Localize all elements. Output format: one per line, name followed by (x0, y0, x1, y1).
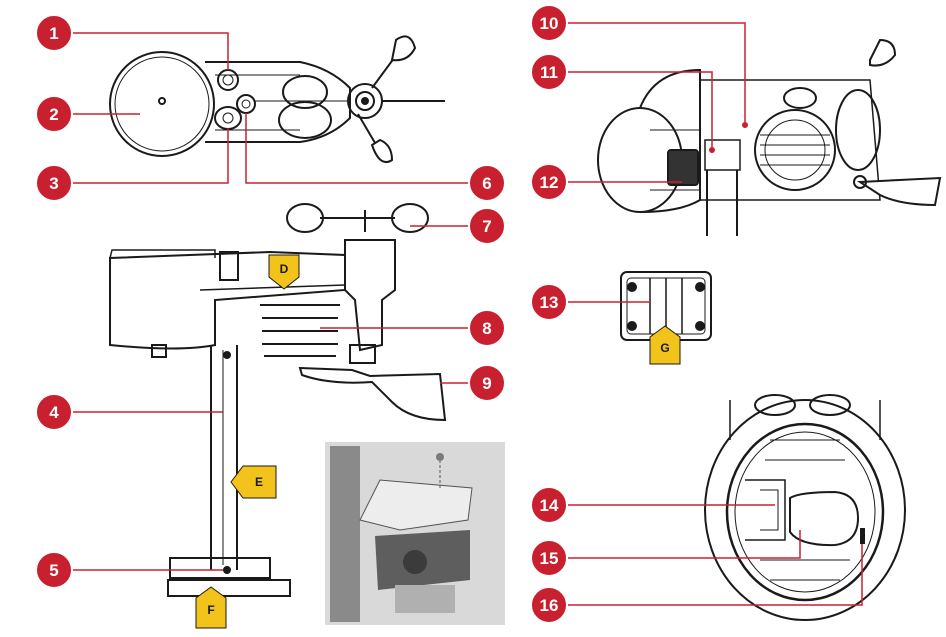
callout-9-label: 9 (482, 374, 491, 393)
callout-13-label: 13 (540, 293, 559, 312)
callout-12: 12 (530, 163, 568, 201)
callout-2: 2 (35, 95, 73, 133)
leader-lines (72, 22, 863, 606)
callout-7-label: 7 (482, 217, 491, 236)
callout-1: 1 (35, 14, 73, 52)
callout-15: 15 (530, 539, 568, 577)
callout-12-label: 12 (540, 173, 559, 192)
tag-d-label: D (280, 262, 289, 276)
callout-14-label: 14 (540, 496, 559, 515)
callout-2-label: 2 (49, 105, 58, 124)
callout-4: 4 (35, 393, 73, 431)
callout-6-label: 6 (482, 174, 491, 193)
tag-g: G (649, 325, 681, 365)
callout-4-label: 4 (49, 403, 59, 422)
callout-13: 13 (530, 283, 568, 321)
tag-f-label: F (207, 603, 214, 617)
callout-1-label: 1 (49, 24, 58, 43)
sensor-rear-view (597, 38, 942, 236)
sensor-assembled-view (109, 203, 447, 597)
callout-5-label: 5 (49, 561, 58, 580)
tag-d: D (268, 254, 300, 290)
callout-3: 3 (35, 164, 73, 202)
callout-11: 11 (530, 53, 568, 91)
callout-11-label: 11 (540, 63, 558, 82)
tag-e-label: E (255, 475, 263, 489)
callout-15-label: 15 (540, 549, 559, 568)
tag-e: E (230, 465, 277, 499)
callout-8: 8 (468, 309, 506, 347)
callout-6: 6 (468, 164, 506, 202)
sensor-top-view (109, 35, 445, 164)
callout-7: 7 (468, 207, 506, 245)
battery-compartment-photo (325, 442, 505, 625)
callout-16: 16 (530, 586, 568, 624)
callout-10-label: 10 (540, 14, 559, 33)
compartment-closeup-view (704, 394, 906, 621)
callout-8-label: 8 (482, 319, 491, 338)
tag-f: F (195, 586, 227, 629)
callout-5: 5 (35, 551, 73, 589)
tag-g-label: G (660, 341, 669, 355)
callout-14: 14 (530, 486, 568, 524)
callout-3-label: 3 (49, 174, 58, 193)
callout-16-label: 16 (540, 596, 559, 615)
callout-10: 10 (530, 4, 568, 42)
callout-9: 9 (468, 364, 506, 402)
